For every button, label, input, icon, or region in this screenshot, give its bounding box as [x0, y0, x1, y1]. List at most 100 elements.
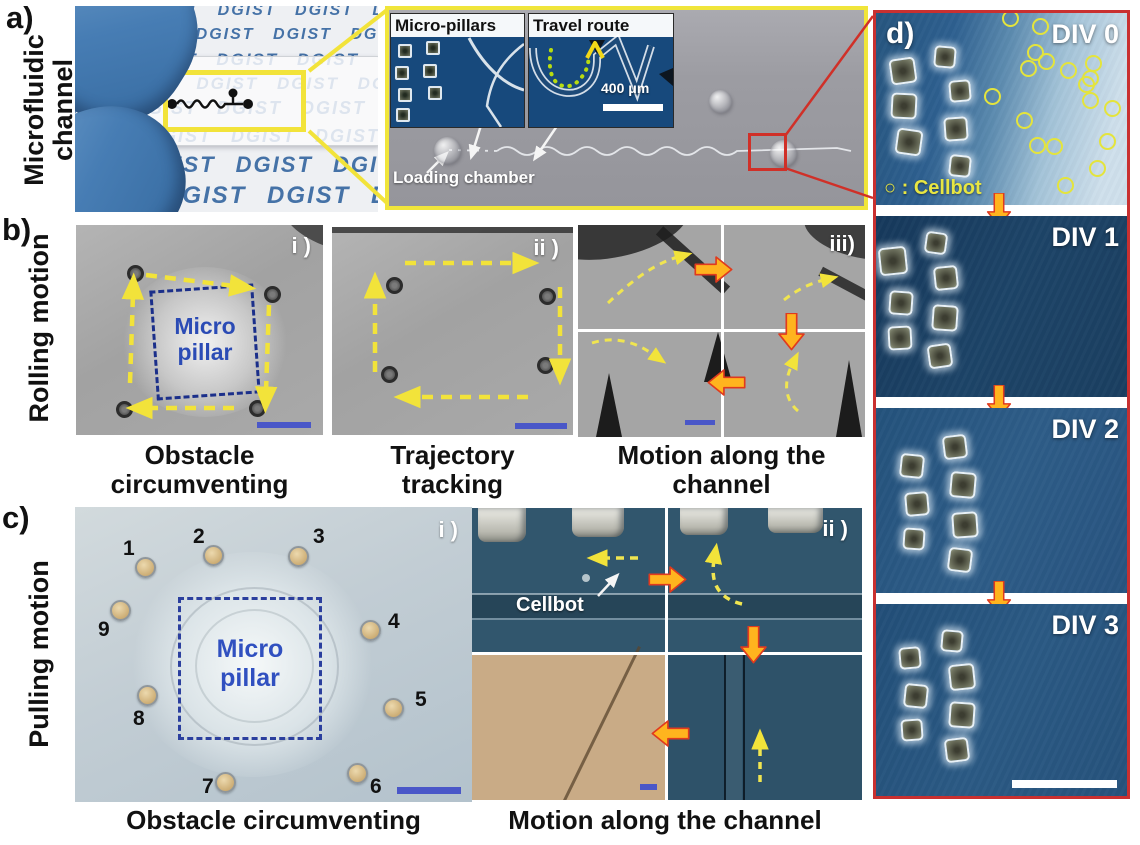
- caption-obstacle-circumventing-c: Obstacle circumventing: [126, 805, 421, 835]
- sub-label-i: i ): [438, 517, 458, 542]
- cellbot-square: [948, 701, 976, 729]
- pillar-tip-shape: [596, 373, 622, 437]
- channel-interior: [725, 654, 742, 800]
- cellbot: [582, 574, 590, 582]
- cellbot-label: Cellbot: [516, 594, 584, 616]
- device-photo: DGIST DGIST DGIST DGIST DGIST DGIST DGIS…: [75, 6, 378, 212]
- cellbot-square: [898, 452, 926, 480]
- scale-bar: [640, 784, 657, 790]
- pulling-motion-montage: Cellbot ii ): [472, 508, 862, 800]
- montage-divider: [472, 652, 862, 655]
- cellbot-square: [888, 290, 914, 316]
- cellbot: [537, 357, 554, 374]
- travel-route-scale-bar: [603, 104, 663, 111]
- cellbot-square: [933, 45, 957, 69]
- panel-a-side-label: Microfluidic channel: [19, 34, 79, 186]
- micropillar-square: [396, 108, 410, 122]
- sub-label-i: i ): [291, 233, 311, 258]
- cellbot-square: [888, 56, 918, 86]
- cellbot-marker-circle: [1078, 76, 1095, 93]
- frame-divider: [876, 193, 1127, 227]
- pillar-ring-shape: [170, 587, 339, 746]
- zoom-region-box: [748, 133, 787, 171]
- micropillar-text: Micro pillar: [216, 635, 284, 692]
- pillar-tip-shape: [704, 332, 732, 382]
- cellbot-number: 3: [313, 525, 325, 548]
- cellbot-square: [887, 325, 913, 351]
- step-arrow-left-icon: [651, 720, 690, 747]
- div0-title: DIV 0: [1051, 19, 1119, 49]
- panel-d-label: d): [886, 17, 915, 50]
- scale-bar: [397, 787, 461, 794]
- cellbot-square: [894, 127, 924, 157]
- cellbot-square: [943, 736, 971, 764]
- panel-b-label: b): [2, 212, 32, 247]
- cellbot-square: [902, 527, 926, 551]
- cellbot-square: [931, 304, 959, 332]
- micropillars-inset: Micro-pillars: [391, 14, 524, 127]
- sub-label-ii: ii ): [822, 516, 848, 541]
- cell-texture: [876, 216, 1127, 397]
- cellbot-square: [941, 433, 969, 461]
- cellbot-marker-circle: [1029, 137, 1046, 154]
- cellbot-square: [946, 546, 974, 574]
- cellbot-square: [890, 92, 918, 120]
- scale-bar: [515, 423, 567, 429]
- micropillar-square: [428, 86, 442, 100]
- panel-c-label: c): [2, 500, 30, 535]
- cellbot: [360, 620, 381, 641]
- cellbot-number: 8: [133, 707, 145, 730]
- cellbot-square: [923, 230, 949, 256]
- cellbot-marker-circle: [1057, 177, 1074, 194]
- step-arrow-down-icon: [778, 313, 805, 351]
- cellbot-square: [940, 629, 964, 653]
- micropillar-text: Micro pillar: [174, 313, 236, 366]
- cellbot: [288, 546, 309, 567]
- caption-motion-channel-c: Motion along the channel: [508, 805, 822, 835]
- div1-frame: DIV 1: [876, 216, 1127, 397]
- cellbot-square: [932, 264, 960, 292]
- cellbot-square: [877, 245, 909, 277]
- cellbot-marker-circle: [1089, 160, 1106, 177]
- rolling-obstacle-image: Micro pillar i ): [76, 225, 323, 435]
- scale-bar: [685, 420, 715, 425]
- channel-quad: [667, 654, 862, 800]
- cellbot-marker-circle: [1002, 13, 1019, 27]
- cellbot-square: [943, 116, 969, 142]
- div0-frame: d) DIV 0 ○ : Cellbot: [876, 13, 1127, 205]
- channel-edge-line: [743, 654, 745, 800]
- cellbot-square: [947, 153, 973, 179]
- highlight-rectangle: [163, 70, 306, 132]
- outlet-bubble: [770, 140, 797, 167]
- cellbot-marker-circle: [1060, 62, 1077, 79]
- pillar-shape: [572, 508, 624, 537]
- panel-a-label: a): [6, 0, 34, 35]
- micropillar-square: [398, 88, 412, 102]
- cellbot-number: 5: [415, 688, 427, 711]
- cellbot-marker-circle: [1016, 112, 1033, 129]
- panel-b-side-label: Rolling motion: [24, 233, 54, 423]
- cellbot: [110, 600, 131, 621]
- sub-label-iii: iii): [829, 231, 855, 256]
- motion-along-channel-montage: iii): [578, 225, 865, 437]
- micropillar-square: [426, 41, 440, 55]
- div3-title: DIV 3: [1051, 610, 1119, 640]
- channel-edge-line: [724, 654, 726, 800]
- micropillar-outline: [178, 597, 322, 740]
- frame-divider: [876, 385, 1127, 419]
- cellbot-marker-circle: [984, 88, 1001, 105]
- scale-bar: [1012, 780, 1117, 788]
- pillar-shape: [478, 508, 526, 542]
- cellbot-number: 6: [370, 775, 382, 798]
- scale-bar: [257, 422, 311, 428]
- micropillar-square: [398, 44, 412, 58]
- cellbot-square: [900, 718, 924, 742]
- cellbot-marker-circle: [1038, 53, 1055, 70]
- cellbot: [249, 400, 266, 417]
- step-arrow-left-icon: [707, 369, 746, 396]
- cellbot-square: [903, 490, 931, 518]
- cellbot-marker-circle: [1020, 60, 1037, 77]
- cellbot: [127, 265, 144, 282]
- cellbot-square: [948, 470, 978, 500]
- micropillar-square: [395, 66, 409, 80]
